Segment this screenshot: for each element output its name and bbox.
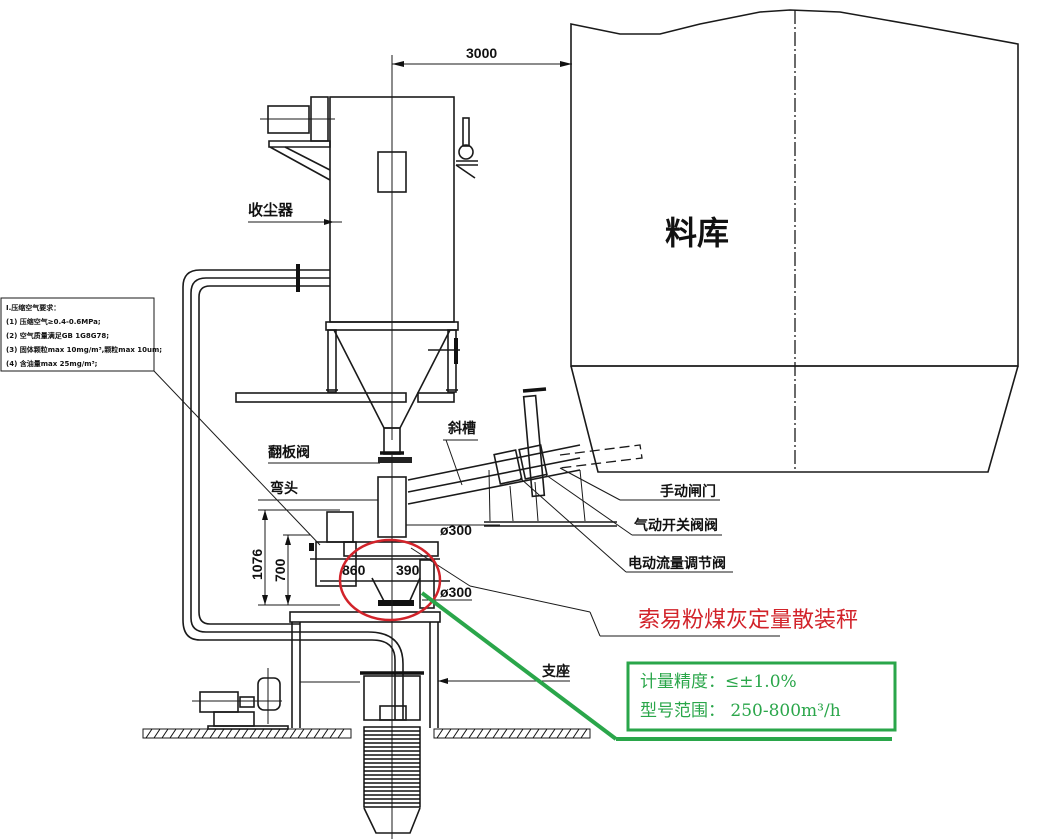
- spec-accuracy: 计量精度：≤±1.0%: [640, 672, 797, 692]
- dimension-3000: 3000: [391, 45, 572, 100]
- spec-accuracy-label: 计量精度：: [640, 672, 725, 692]
- note-box: Ⅰ.压缩空气要求： (1) 压缩空气≥0.4-0.6MPa; (2) 空气质量满…: [0, 297, 321, 546]
- chute-label: 斜槽: [447, 420, 476, 437]
- electric-flow-valve-label: 电动流量调节阀: [628, 555, 726, 572]
- pipe-upper-label: ø300: [440, 522, 472, 538]
- support-label: 支座: [541, 663, 570, 680]
- air-pipe: [182, 264, 404, 720]
- product-title: 索易粉煤灰定量散装秤: [638, 608, 858, 633]
- note-line: (1) 压缩空气≥0.4-0.6MPa;: [6, 317, 101, 326]
- note-line: (3) 固体颗粒max 10mg/m³,颗粒max 10um;: [6, 345, 162, 354]
- spec-range: 型号范围： 250-800m³/h: [640, 701, 841, 721]
- dimension-3000-label: 3000: [466, 45, 497, 61]
- dimension-390-label: 390: [396, 562, 420, 578]
- loading-spout: [360, 671, 424, 834]
- dimension-1076-label: 1076: [249, 549, 265, 580]
- spec-range-value: 250-800m³/h: [725, 701, 841, 721]
- ground: [142, 728, 591, 739]
- elbow: 弯头: [258, 476, 407, 538]
- scale-dimensions: 1076 700 860 390 ø300 ø300: [249, 509, 500, 606]
- chute-assembly: 斜槽: [407, 387, 643, 527]
- dust-collector: 收尘器: [235, 80, 478, 440]
- dimension-700-label: 700: [272, 558, 288, 582]
- drive-motor: [192, 668, 289, 730]
- spec-box: 计量精度：≤±1.0% 型号范围： 250-800m³/h: [420, 591, 897, 741]
- elbow-label: 弯头: [270, 480, 298, 497]
- manual-gate-label: 手动闸门: [660, 483, 716, 500]
- flap-valve: 翻板阀: [268, 427, 412, 464]
- valve-leaders: 手动闸门 气动开关阀阀 电动流量调节阀: [519, 467, 733, 573]
- note-line: (2) 空气质量满足GB 1G8G78;: [6, 331, 109, 340]
- note-heading: Ⅰ.压缩空气要求：: [6, 303, 60, 312]
- silo: 料库: [570, 9, 1019, 473]
- pneumatic-valve-label: 气动开关阀阀: [633, 517, 718, 534]
- support-frame: 支座: [289, 611, 570, 728]
- note-line: (4) 含油量max 25mg/m³;: [6, 359, 98, 368]
- spec-accuracy-value: ≤±1.0%: [725, 672, 797, 692]
- pipe-lower-label: ø300: [440, 584, 472, 600]
- dimension-860-label: 860: [342, 562, 366, 578]
- dust-collector-label: 收尘器: [248, 201, 294, 219]
- silo-label: 料库: [665, 214, 729, 252]
- spec-range-label: 型号范围：: [640, 701, 725, 721]
- flap-valve-label: 翻板阀: [268, 444, 310, 461]
- scale-highlight-circle: [338, 538, 442, 622]
- scale-body: [309, 455, 780, 839]
- bellows: [363, 726, 421, 808]
